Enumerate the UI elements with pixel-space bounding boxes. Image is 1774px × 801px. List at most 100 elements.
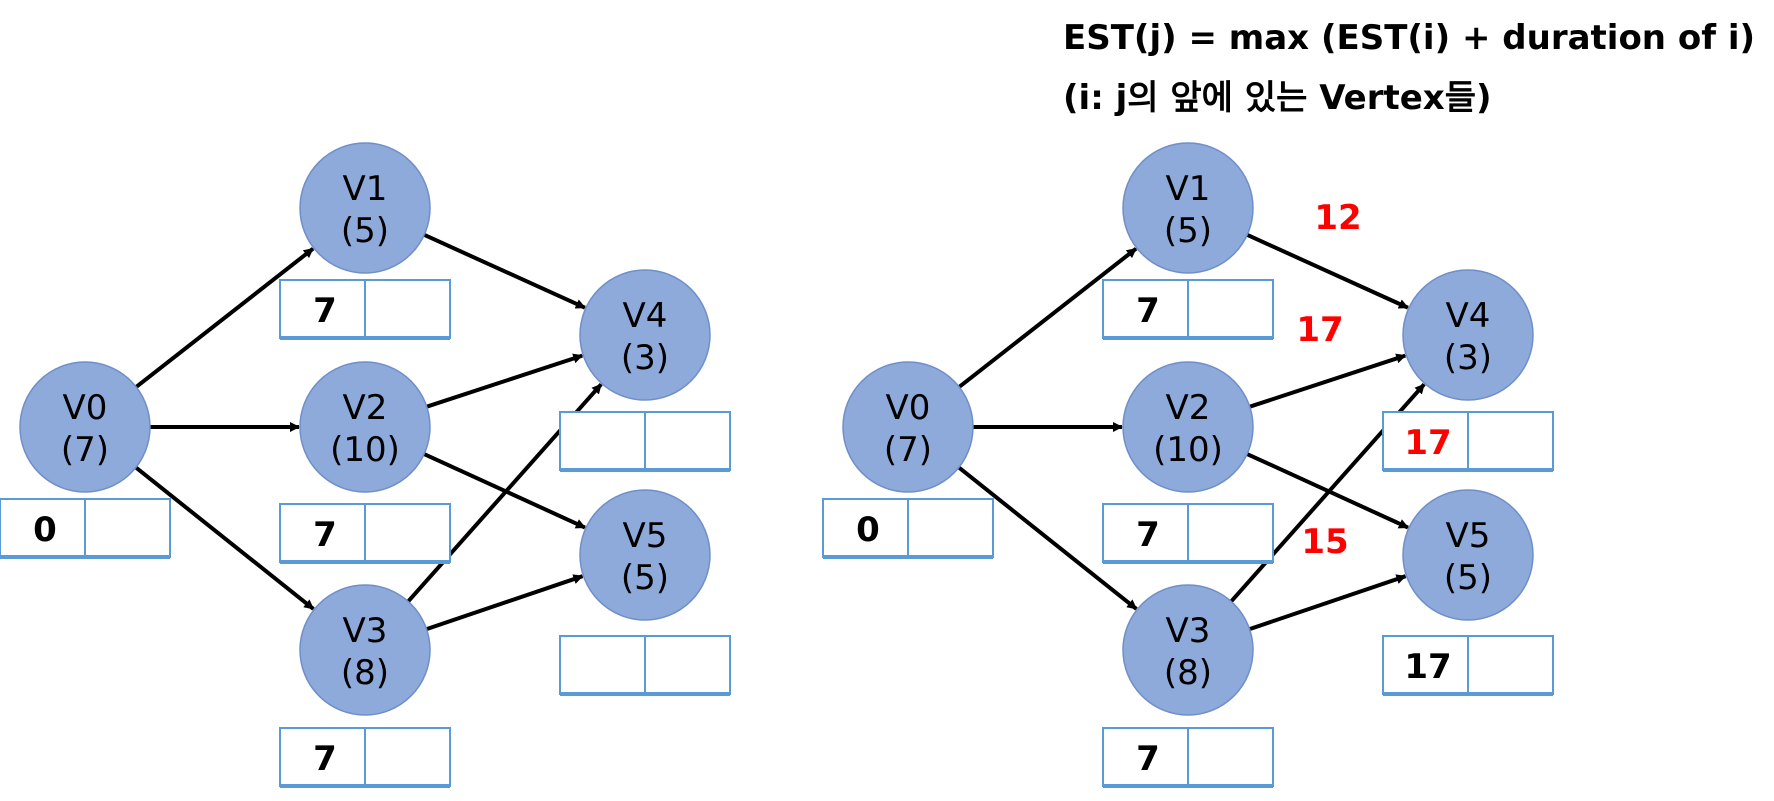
node-v3: V3(8) <box>299 584 431 716</box>
node-v5: V5(5) <box>1402 489 1534 621</box>
node-circle <box>1122 361 1254 493</box>
time-box-v2: 7 <box>1102 503 1274 564</box>
node-duration: (7) <box>884 430 932 470</box>
node-circle <box>579 489 711 621</box>
lst-cell <box>1467 411 1554 471</box>
est-cell <box>1382 411 1469 471</box>
est-cell <box>1102 727 1189 787</box>
node-duration: (5) <box>1444 558 1492 598</box>
lst-cell <box>1187 279 1274 339</box>
est-value: 0 <box>856 510 880 550</box>
node-label: V0 <box>63 388 108 428</box>
node-v0: V0(7) <box>842 361 974 493</box>
edge-v0-v3 <box>134 465 315 611</box>
lst-cell <box>84 498 171 558</box>
est-cell <box>559 635 646 695</box>
lst-cell <box>644 635 731 695</box>
time-box-v2: 7 <box>279 503 451 564</box>
node-v1: V1(5) <box>299 142 431 274</box>
est-cell <box>1102 279 1189 339</box>
time-box-v5: 17 <box>1382 635 1554 696</box>
lst-cell <box>364 279 451 339</box>
node-circle <box>299 584 431 716</box>
node-label: V1 <box>1166 169 1211 209</box>
node-circle <box>579 269 711 401</box>
edge-v0-v1 <box>134 247 315 389</box>
edge-v3-v5 <box>425 574 584 632</box>
edge-v1-v4 <box>423 233 586 310</box>
edge-v1-v4 <box>1246 233 1409 310</box>
est-value: 7 <box>313 291 337 331</box>
est-cell <box>822 498 909 558</box>
time-box-v1: 7 <box>279 279 451 340</box>
node-circle <box>842 361 974 493</box>
time-box-v4 <box>559 411 731 472</box>
edge-label-v1-v4: 12 <box>1314 198 1361 238</box>
lst-cell <box>1187 727 1274 787</box>
node-v4: V4(3) <box>579 269 711 401</box>
edge-v2-v4 <box>1249 353 1407 409</box>
node-circle <box>19 361 151 493</box>
est-cell <box>279 503 366 563</box>
time-box-v5 <box>559 635 731 696</box>
time-box-v0: 0 <box>0 498 171 559</box>
est-value: 7 <box>1136 515 1160 555</box>
node-label: V2 <box>1166 388 1211 428</box>
time-box-v3: 7 <box>1102 727 1274 788</box>
node-duration: (8) <box>341 653 389 693</box>
time-box-v0: 0 <box>822 498 994 559</box>
node-circle <box>299 142 431 274</box>
node-duration: (8) <box>1164 653 1212 693</box>
edge-v2-v4 <box>426 353 584 409</box>
node-v4: V4(3) <box>1402 269 1534 401</box>
lst-cell <box>364 503 451 563</box>
est-formula: EST(j) = max (EST(i) + duration of i) <box>1063 18 1756 58</box>
node-circle <box>1122 142 1254 274</box>
edge-v0-v3 <box>957 465 1138 611</box>
lst-cell <box>1467 635 1554 695</box>
node-label: V3 <box>343 611 388 651</box>
edge-v0-v1 <box>957 247 1138 389</box>
est-value: 7 <box>1136 739 1160 779</box>
edge-v3-v5 <box>1248 574 1407 632</box>
node-duration: (5) <box>341 211 389 251</box>
node-duration: (3) <box>1444 338 1492 378</box>
est-value: 0 <box>33 510 57 550</box>
est-cell <box>0 498 86 558</box>
est-formula-note: (i: j의 앞에 있는 Vertex들) <box>1063 78 1492 118</box>
node-label: V4 <box>1446 296 1491 336</box>
est-cell <box>279 727 366 787</box>
edge-label-v2-v4: 17 <box>1296 310 1343 350</box>
node-label: V3 <box>1166 611 1211 651</box>
est-value: 17 <box>1404 647 1451 687</box>
node-circle <box>1402 269 1534 401</box>
est-cell <box>1382 635 1469 695</box>
node-duration: (5) <box>621 558 669 598</box>
node-circle <box>299 361 431 493</box>
node-duration: (5) <box>1164 211 1212 251</box>
est-value: 7 <box>313 515 337 555</box>
node-v1: V1(5) <box>1122 142 1254 274</box>
lst-cell <box>907 498 994 558</box>
est-cell <box>559 411 646 471</box>
node-v3: V3(8) <box>1122 584 1254 716</box>
node-duration: (10) <box>1153 430 1223 470</box>
node-duration: (3) <box>621 338 669 378</box>
node-v2: V2(10) <box>1122 361 1254 493</box>
node-label: V0 <box>886 388 931 428</box>
node-circle <box>1122 584 1254 716</box>
edge-label-v3-v4: 15 <box>1301 522 1348 562</box>
est-value: 17 <box>1404 423 1451 463</box>
time-box-v3: 7 <box>279 727 451 788</box>
node-label: V2 <box>343 388 388 428</box>
node-duration: (10) <box>330 430 400 470</box>
lst-cell <box>364 727 451 787</box>
lst-cell <box>644 411 731 471</box>
node-label: V5 <box>1446 516 1491 556</box>
time-box-v4: 17 <box>1382 411 1554 472</box>
est-value: 7 <box>313 739 337 779</box>
time-box-v1: 7 <box>1102 279 1274 340</box>
node-v5: V5(5) <box>579 489 711 621</box>
node-label: V4 <box>623 296 668 336</box>
